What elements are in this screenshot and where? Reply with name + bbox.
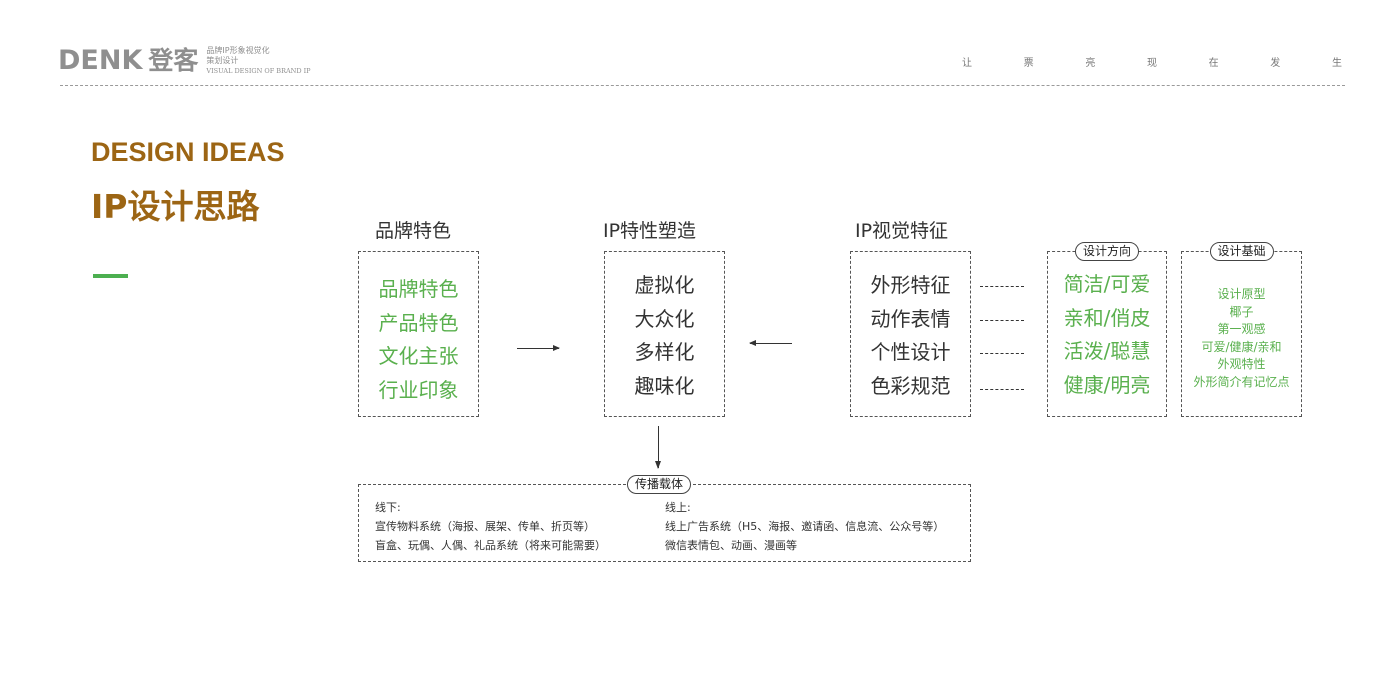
list-item: 第一观感 <box>1217 322 1266 336</box>
ip-shape-box: 虚拟化 大众化 多样化 趣味化 <box>604 251 725 417</box>
dashed-connector <box>980 286 1024 287</box>
list-item: 设计原型 <box>1217 287 1266 301</box>
list-item: 简洁/可爱 <box>1063 272 1151 296</box>
direction-box: 设计方向 简洁/可爱 亲和/俏皮 活泼/聪慧 健康/明亮 <box>1047 242 1167 417</box>
slogan-char: 让 <box>962 58 972 69</box>
slogan-char: 现 <box>1146 58 1157 69</box>
visual-box: 外形特征 动作表情 个性设计 色彩规范 <box>850 251 971 417</box>
list-item: 趣味化 <box>634 373 695 398</box>
page-title: IP设计思路 <box>91 187 260 226</box>
basis-tag: 设计基础 <box>1209 242 1274 261</box>
list-item: 健康/明亮 <box>1063 372 1151 397</box>
logo-chinese-name: 登客 <box>148 46 199 75</box>
basis-box: 设计基础 设计原型 椰子 第一观感 可爱/健康/亲和 外观特性 外形简介有记忆点 <box>1181 242 1302 417</box>
list-item: 椰子 <box>1229 304 1254 319</box>
list-item: 活泼/聪慧 <box>1063 339 1151 363</box>
header-divider <box>60 85 1345 86</box>
brand-list: 品牌特色 产品特色 文化主张 行业印象 <box>359 252 478 407</box>
slogan: 让 票 亮 现 在 发 生 <box>962 54 1342 69</box>
list-item: 外观特性 <box>1217 357 1266 371</box>
direction-tag: 设计方向 <box>1074 242 1140 261</box>
heading-brand: 品牌特色 <box>375 220 452 242</box>
brand-box: 品牌特色 产品特色 文化主张 行业印象 <box>358 251 479 417</box>
dashed-connector <box>980 320 1024 321</box>
list-item: 个性设计 <box>870 340 951 364</box>
list-item: 外形简介有记忆点 <box>1193 374 1290 389</box>
slogan-char: 票 <box>1023 58 1034 69</box>
media-online: 线上: 线上广告系统（H5、海报、邀请函、信息流、公众号等） 微信表情包、动画、… <box>665 498 944 555</box>
media-offline-item: 盲盒、玩偶、人偶、礼品系统（将来可能需要） <box>375 539 606 552</box>
dashed-connector <box>980 389 1024 390</box>
slogan-char: 在 <box>1208 58 1219 69</box>
media-tag: 传播载体 <box>626 475 692 494</box>
arrow-down <box>655 426 661 469</box>
media-online-item: 线上广告系统（H5、海报、邀请函、信息流、公众号等） <box>665 520 945 533</box>
basis-list: 设计原型 椰子 第一观感 可爱/健康/亲和 外观特性 外形简介有记忆点 <box>1182 252 1301 391</box>
list-item: 多样化 <box>634 340 695 364</box>
list-item: 产品特色 <box>378 310 459 335</box>
logo-subtitle: 品牌IP形象视觉化 策划设计 VISUAL DESIGN OF BRAND IP <box>206 46 310 76</box>
visual-list: 外形特征 动作表情 个性设计 色彩规范 <box>851 252 970 403</box>
list-item: 动作表情 <box>870 306 951 331</box>
slogan-char: 生 <box>1331 58 1342 69</box>
title-accent-bar <box>93 274 128 278</box>
list-item: 文化主张 <box>378 344 459 368</box>
media-online-label: 线上: <box>665 501 691 514</box>
list-item: 虚拟化 <box>634 273 695 297</box>
heading-visual: IP视觉特征 <box>855 220 949 242</box>
media-offline-item: 宣传物料系统（海报、展架、传单、折页等） <box>375 520 595 533</box>
logo-subtitle-line: 品牌IP形象视觉化 <box>206 46 270 55</box>
slogan-char: 发 <box>1270 58 1281 69</box>
media-offline: 线下: 宣传物料系统（海报、展架、传单、折页等） 盲盒、玩偶、人偶、礼品系统（将… <box>375 498 606 555</box>
ip-shape-list: 虚拟化 大众化 多样化 趣味化 <box>605 252 724 403</box>
media-online-item: 微信表情包、动画、漫画等 <box>665 539 797 552</box>
list-item: 外形特征 <box>870 273 951 297</box>
direction-list: 简洁/可爱 亲和/俏皮 活泼/聪慧 健康/明亮 <box>1048 252 1166 402</box>
arrow-left <box>749 340 792 346</box>
media-offline-label: 线下: <box>375 501 401 514</box>
logo-mark: DENK <box>58 45 143 76</box>
list-item: 大众化 <box>634 306 695 331</box>
slogan-char: 亮 <box>1085 58 1096 69</box>
brand-logo: DENK 登客 品牌IP形象视觉化 策划设计 VISUAL DESIGN OF … <box>58 44 311 78</box>
list-item: 亲和/俏皮 <box>1063 305 1151 330</box>
dashed-connector <box>980 353 1024 354</box>
media-box: 传播载体 <box>358 475 971 562</box>
logo-subtitle-line: 策划设计 <box>206 56 239 65</box>
list-item: 行业印象 <box>378 377 459 402</box>
list-item: 品牌特色 <box>378 277 459 301</box>
arrow-right <box>517 345 560 351</box>
page-title-en: DESIGN IDEAS <box>91 137 285 167</box>
list-item: 色彩规范 <box>870 373 951 398</box>
list-item: 可爱/健康/亲和 <box>1201 339 1282 354</box>
logo-subtitle-en: VISUAL DESIGN OF BRAND IP <box>206 67 311 75</box>
heading-ip-shape: IP特性塑造 <box>603 220 697 242</box>
